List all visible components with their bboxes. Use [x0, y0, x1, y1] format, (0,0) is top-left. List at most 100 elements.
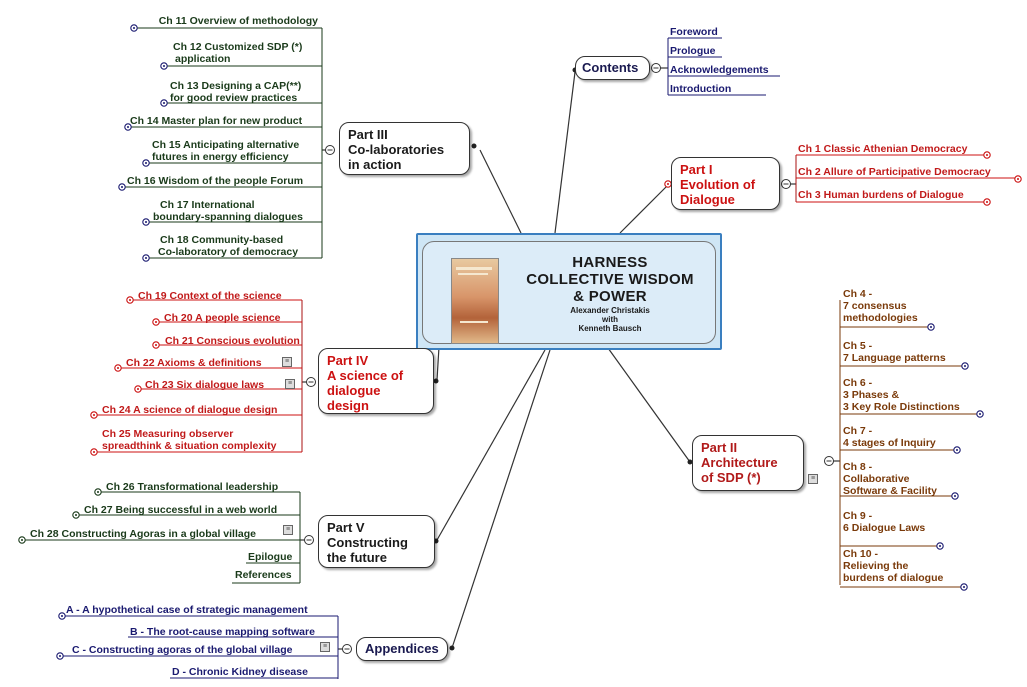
part-3-node[interactable]: Part III Co-laboratories in action — [339, 122, 470, 175]
node-line: the future — [327, 550, 387, 565]
central-authors: Alexander Christakis with Kenneth Bausch — [507, 306, 713, 333]
chapter-23[interactable]: Ch 23 Six dialogue laws — [145, 379, 265, 391]
central-title: HARNESS COLLECTIVE WISDOM & POWER — [507, 254, 713, 305]
chapter-1[interactable]: Ch 1 Classic Athenian Democracy — [798, 143, 968, 155]
contents-item-foreword[interactable]: Foreword — [670, 26, 718, 38]
node-line: of SDP (*) — [701, 470, 761, 485]
contents-node[interactable]: Contents — [575, 56, 650, 80]
node-line: Co-laboratories — [348, 142, 445, 157]
endpoint-dot-center — [979, 413, 981, 415]
author-line: with — [602, 315, 618, 324]
chapter-9[interactable]: Ch 9 -6 Dialogue Laws — [843, 510, 926, 534]
author-line: Alexander Christakis — [570, 306, 650, 315]
endpoint-dot-center — [93, 451, 95, 453]
endpoint-dot-center — [939, 545, 941, 547]
chapter-21[interactable]: Ch 21 Conscious evolution — [165, 335, 300, 347]
endpoint-dot-center — [75, 514, 77, 516]
note-icon[interactable]: ≡ — [282, 357, 292, 367]
endpoint-dot-center — [129, 299, 131, 301]
contents-item-prologue[interactable]: Prologue — [670, 45, 716, 57]
endpoint-dot-center — [145, 257, 147, 259]
chapter-19[interactable]: Ch 19 Context of the science — [138, 290, 282, 302]
junction-dot — [471, 143, 477, 149]
endpoint-dot-center — [986, 154, 988, 156]
part-5-node[interactable]: Part V Constructing the future — [318, 515, 435, 568]
endpoint-dot-center — [1017, 178, 1019, 180]
endpoint-dot-center — [155, 344, 157, 346]
node-line: Architecture — [701, 455, 778, 470]
appendix-a[interactable]: A - A hypothetical case of strategic man… — [66, 604, 308, 616]
chapter-12[interactable]: Ch 12 Customized SDP (*)application — [173, 41, 303, 65]
references[interactable]: References — [235, 569, 292, 581]
chapter-26[interactable]: Ch 26 Transformational leadership — [106, 481, 279, 493]
endpoint-dot-center — [117, 367, 119, 369]
author-line: Kenneth Bausch — [578, 324, 642, 333]
chapter-16[interactable]: Ch 16 Wisdom of the people Forum — [127, 175, 304, 187]
appendix-b[interactable]: B - The root-cause mapping software — [130, 626, 315, 638]
node-line: Part I — [680, 162, 713, 177]
central-title-line: HARNESS — [572, 254, 648, 271]
chapter-11[interactable]: Ch 11 Overview of methodology — [158, 15, 318, 27]
node-line: Part III — [348, 127, 388, 142]
endpoint-dot-center — [956, 449, 958, 451]
connector-line — [436, 349, 546, 541]
endpoint-dot-center — [954, 495, 956, 497]
chapter-22[interactable]: Ch 22 Axioms & definitions — [126, 357, 262, 369]
endpoint-dot-center — [59, 655, 61, 657]
node-line: Evolution of — [680, 177, 756, 192]
note-icon[interactable]: ≡ — [283, 525, 293, 535]
endpoint-dot-center — [145, 162, 147, 164]
part-4-node[interactable]: Part IV A science of dialogue design — [318, 348, 434, 414]
appendices-node[interactable]: Appendices — [356, 637, 448, 661]
central-topic[interactable]: HARNESS COLLECTIVE WISDOM & POWER Alexan… — [416, 233, 722, 350]
chapter-3[interactable]: Ch 3 Human burdens of Dialogue — [798, 189, 964, 201]
chapter-2[interactable]: Ch 2 Allure of Participative Democracy — [798, 166, 991, 178]
chapter-24[interactable]: Ch 24 A science of dialogue design — [102, 404, 278, 416]
junction-dot — [433, 378, 439, 384]
chapter-28[interactable]: Ch 28 Constructing Agoras in a global vi… — [30, 528, 256, 540]
node-line: in action — [348, 157, 402, 172]
connector-line — [619, 184, 669, 234]
node-line: Part II — [701, 440, 738, 455]
connector-line — [479, 149, 522, 234]
part-1-node[interactable]: Part I Evolution of Dialogue — [671, 157, 780, 210]
note-icon[interactable]: ≡ — [320, 642, 330, 652]
connector-line — [554, 71, 576, 234]
central-title-line: & POWER — [573, 288, 647, 305]
endpoint-dot-center — [163, 102, 165, 104]
endpoint-dot-center — [61, 615, 63, 617]
contents-item-acknowledgements[interactable]: Acknowledgements — [670, 64, 769, 76]
note-icon[interactable]: ≡ — [808, 474, 818, 484]
appendix-d[interactable]: D - Chronic Kidney disease — [172, 666, 308, 678]
chapter-7[interactable]: Ch 7 -4 stages of Inquiry — [843, 425, 936, 449]
chapter-5[interactable]: Ch 5 -7 Language patterns — [843, 340, 946, 364]
chapter-14[interactable]: Ch 14 Master plan for new product — [130, 115, 303, 127]
endpoint-dot-center — [667, 183, 669, 185]
chapter-20[interactable]: Ch 20 A people science — [164, 312, 281, 324]
node-line: A science of — [327, 368, 404, 383]
endpoint-dot-center — [155, 321, 157, 323]
junction-dot — [449, 645, 455, 651]
chapter-6[interactable]: Ch 6 -3 Phases &3 Key Role Distinctions — [843, 377, 960, 413]
endpoint-dot-center — [986, 201, 988, 203]
endpoint-dot-center — [145, 221, 147, 223]
contents-item-introduction[interactable]: Introduction — [670, 83, 732, 95]
endpoint-dot-center — [21, 539, 23, 541]
epilogue[interactable]: Epilogue — [248, 551, 293, 563]
part-2-node[interactable]: Part II Architecture of SDP (*) — [692, 435, 804, 491]
endpoint-dot-center — [930, 326, 932, 328]
appendix-c[interactable]: C - Constructing agoras of the global vi… — [72, 644, 293, 656]
connector-line — [607, 347, 691, 463]
note-icon[interactable]: ≡ — [285, 379, 295, 389]
book-cover-image — [451, 258, 499, 344]
chapter-27[interactable]: Ch 27 Being successful in a web world — [84, 504, 278, 516]
chapter-13[interactable]: Ch 13 Designing a CAP(**)for good review… — [170, 80, 302, 104]
